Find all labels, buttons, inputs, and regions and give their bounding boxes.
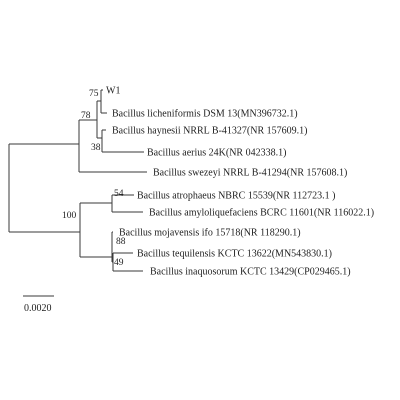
leaf-label-inaquosorum: Bacillus inaquosorum KCTC 13429(CP029465… [150, 267, 351, 278]
tree-branches [8, 89, 147, 272]
leaf-label-licheniformis: Bacillus licheniformis DSM 13(MN396732.1… [112, 109, 298, 120]
leaf-label-haynesii: Bacillus haynesii NRRL B-41327(NR 157609… [112, 126, 307, 137]
bootstrap-b38: 38 [91, 143, 101, 153]
bootstrap-labels: 75 78 38 54 100 88 49 [62, 89, 126, 268]
leaf-label-tequilensis: Bacillus tequilensis KCTC 13622(MN543830… [137, 249, 332, 260]
leaf-label-atrophaeus: Bacillus atrophaeus NBRC 15539(NR 112723… [137, 191, 336, 202]
leaf-label-swezeyi: Bacillus swezeyi NRRL B-41294(NR 157608.… [153, 168, 347, 179]
bootstrap-b49: 49 [114, 258, 124, 268]
scale-bar: 0.0020 [23, 295, 54, 314]
leaf-label-amyloliquefaciens: Bacillus amyloliquefaciens BCRC 11601(NR… [149, 208, 374, 219]
leaf-label-mojavensis: Bacillus mojavensis ifo 15718(NR 118290.… [119, 228, 301, 239]
scale-bar-label: 0.0020 [24, 303, 52, 314]
bootstrap-b75: 75 [89, 89, 99, 99]
bootstrap-b54: 54 [114, 189, 124, 199]
leaf-label-w1: W1 [106, 86, 120, 97]
bootstrap-b88: 88 [116, 237, 126, 247]
bootstrap-b100: 100 [62, 211, 77, 221]
leaf-label-aerius: Bacillus aerius 24K(NR 042338.1) [147, 148, 286, 159]
bootstrap-b78: 78 [81, 111, 91, 121]
